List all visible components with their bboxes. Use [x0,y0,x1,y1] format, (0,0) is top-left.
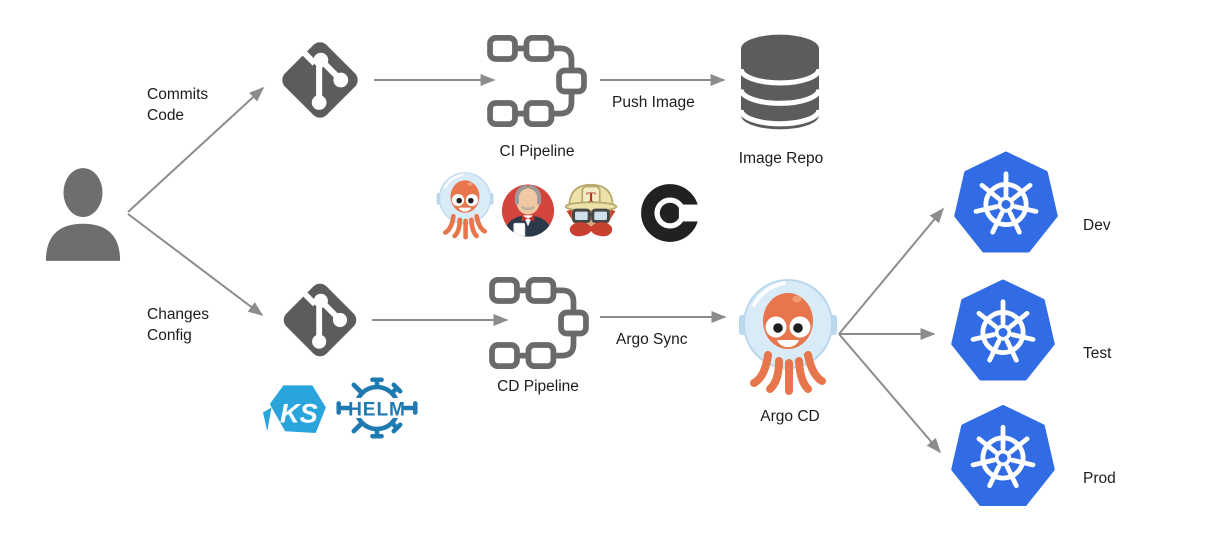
arrow-argo-cd-to-dev [838,207,944,335]
database-icon [733,30,827,134]
commits-code-line1: Commits [147,86,209,103]
argo-cd-label: Argo CD [760,408,820,425]
kubernetes-icon-dev [953,151,1059,258]
cluster-label-prod: Prod [1083,470,1116,487]
travis-ci-icon [556,176,626,246]
changes-config-line1: Changes [147,306,210,323]
ci-pipeline-icon [484,35,590,127]
kubernetes-icon-test [950,279,1056,386]
argo-mascot-icon [738,276,838,402]
cd-pipeline-label: CD Pipeline [497,378,579,395]
git-code-icon [268,28,372,132]
commits-code-label: Commits Code [147,84,208,126]
kustomize-icon [263,381,331,439]
git-config-icon [270,270,370,370]
image-repo-label: Image Repo [738,150,824,167]
kubernetes-icon-prod [950,404,1056,512]
changes-config-label: Changes Config [147,304,209,346]
person-icon [42,166,124,264]
push-image-label: Push Image [612,94,695,111]
cd-pipeline-icon [486,277,592,369]
cluster-label-test: Test [1083,345,1112,362]
changes-config-line2: Config [147,327,192,344]
commits-code-line2: Code [147,107,185,124]
arrow-user-to-git-code [127,86,265,213]
ci-pipeline-label: CI Pipeline [499,143,575,160]
argo-icon [436,171,494,243]
cluster-label-dev: Dev [1083,217,1111,234]
argo-sync-label: Argo Sync [616,331,688,348]
jenkins-icon [498,177,558,241]
arrow-argo-cd-to-prod [838,333,941,454]
helm-icon [333,377,421,439]
arrow-user-to-git-config [127,213,264,316]
circleci-icon [638,181,702,245]
